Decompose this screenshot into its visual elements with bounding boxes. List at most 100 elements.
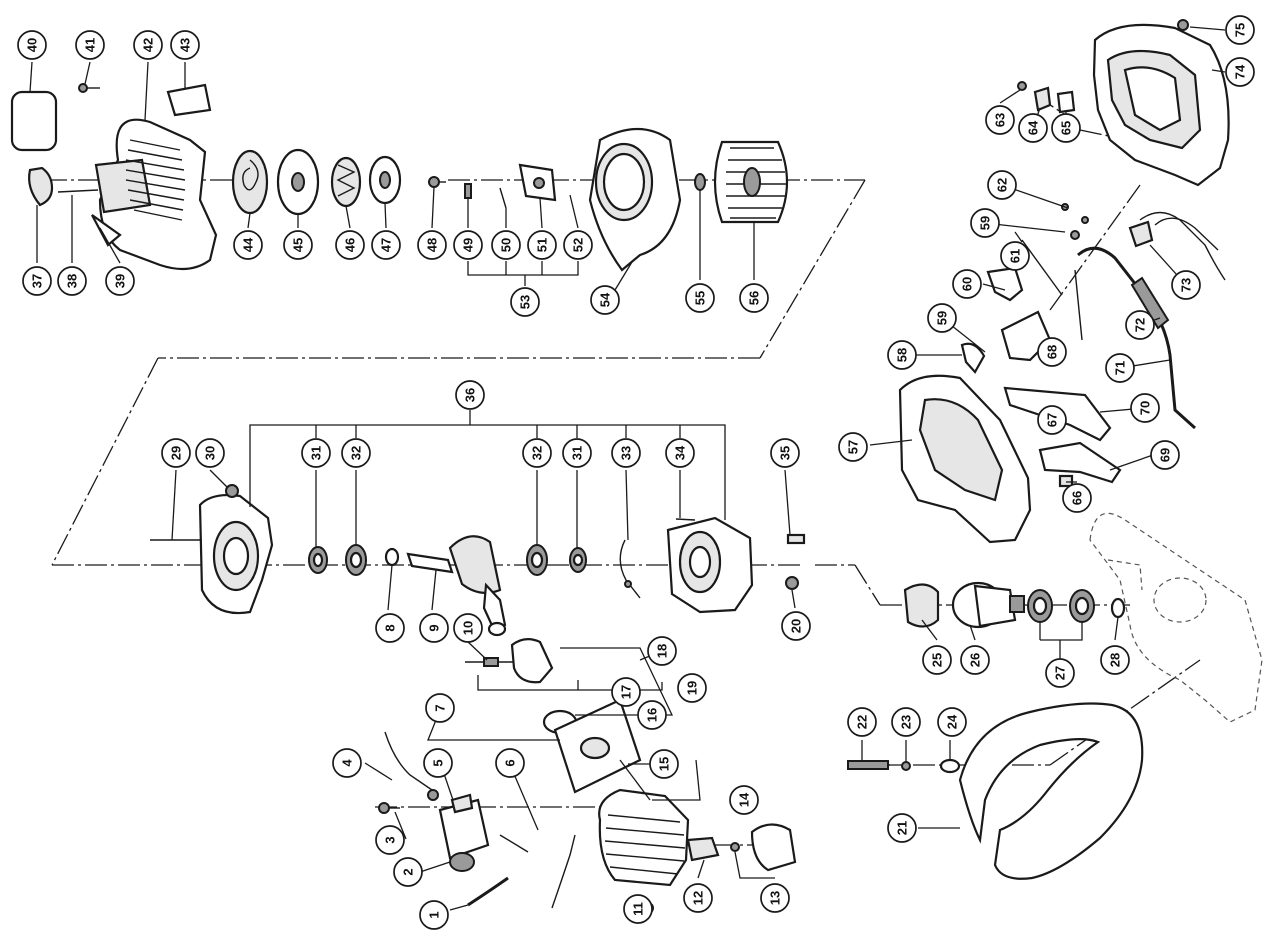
callout-circle — [683, 883, 713, 913]
callout-circle — [637, 700, 667, 730]
callout-12: 12 — [683, 883, 713, 913]
callout-59: 59 — [927, 303, 957, 333]
callout-number: 25 — [930, 653, 945, 667]
callout-number: 59 — [935, 311, 950, 325]
callout-number: 3 — [383, 836, 398, 843]
callout-number: 41 — [83, 38, 98, 52]
callout-65: 65 — [1051, 113, 1081, 143]
callout-circle — [647, 636, 677, 666]
callout-26: 26 — [960, 645, 990, 675]
callout-number: 54 — [598, 292, 613, 307]
callout-number: 34 — [673, 445, 688, 460]
callout-number: 55 — [693, 291, 708, 305]
callout-number: 69 — [1158, 448, 1173, 462]
callout-73: 73 — [1171, 270, 1201, 300]
callout-number: 31 — [570, 446, 585, 460]
callout-number: 46 — [343, 238, 358, 252]
callout-number: 39 — [113, 274, 128, 288]
fan-shroud — [588, 128, 682, 272]
callout-5: 5 — [423, 748, 453, 778]
callout-4: 4 — [332, 748, 362, 778]
callout-circle — [891, 707, 921, 737]
callout-70: 70 — [1130, 393, 1160, 423]
callout-circle — [133, 30, 163, 60]
callout-circle — [970, 208, 1000, 238]
callout-circle — [677, 673, 707, 703]
callout-circle — [453, 230, 483, 260]
callout-circle — [417, 230, 447, 260]
callout-54: 54 — [590, 285, 620, 315]
callout-40: 40 — [17, 30, 47, 60]
callout-number: 30 — [203, 446, 218, 460]
callout-number: 31 — [309, 446, 324, 460]
gear-housing-dashed — [1089, 512, 1263, 723]
callout-15: 15 — [649, 749, 679, 779]
callout-circle — [781, 611, 811, 641]
callout-58: 58 — [887, 340, 917, 370]
callout-51: 51 — [527, 230, 557, 260]
callout-number: 56 — [747, 291, 762, 305]
callout-75: 75 — [1225, 15, 1255, 45]
recoil-starter-housing — [10, 83, 218, 271]
callout-number: 47 — [379, 238, 394, 252]
callout-number: 9 — [427, 624, 442, 631]
callout-circle — [739, 283, 769, 313]
callout-number: 68 — [1045, 345, 1060, 359]
callout-number: 23 — [899, 715, 914, 729]
callout-circle — [685, 283, 715, 313]
callout-number: 71 — [1113, 361, 1128, 375]
callout-53: 53 — [510, 287, 540, 317]
callout-number: 48 — [425, 238, 440, 252]
callout-10: 10 — [453, 613, 483, 643]
callout-circle — [335, 230, 365, 260]
crankshaft — [406, 535, 507, 637]
callout-number: 40 — [25, 38, 40, 52]
callout-circle — [455, 380, 485, 410]
callout-number: 35 — [778, 446, 793, 460]
callout-circle — [105, 266, 135, 296]
callout-21: 21 — [887, 813, 917, 843]
callout-circle — [1171, 270, 1201, 300]
callout-circle — [729, 785, 759, 815]
callout-number: 2 — [401, 868, 416, 875]
callout-circle — [233, 230, 263, 260]
callout-66: 66 — [1062, 483, 1092, 513]
callout-number: 15 — [657, 757, 672, 771]
callout-circle — [1225, 15, 1255, 45]
callout-60: 60 — [952, 269, 982, 299]
callout-52: 52 — [563, 230, 593, 260]
callout-31: 31 — [562, 438, 592, 468]
callout-number: 73 — [1179, 278, 1194, 292]
callout-number: 58 — [895, 348, 910, 362]
callout-62: 62 — [987, 170, 1017, 200]
callout-number: 13 — [768, 891, 783, 905]
callout-circle — [195, 438, 225, 468]
callout-circle — [985, 105, 1015, 135]
callout-number: 75 — [1233, 23, 1248, 37]
callout-circle — [611, 677, 641, 707]
callout-24: 24 — [937, 707, 967, 737]
callout-circle — [1062, 483, 1092, 513]
callout-circle — [419, 900, 449, 930]
callout-32: 32 — [522, 438, 552, 468]
callout-number: 27 — [1053, 666, 1068, 680]
callout-55: 55 — [685, 283, 715, 313]
callout-72: 72 — [1125, 310, 1155, 340]
callout-number: 17 — [619, 685, 634, 699]
leader-lines — [29, 26, 1226, 911]
callout-57: 57 — [838, 432, 868, 462]
callout-number: 66 — [1070, 491, 1085, 505]
callout-number: 43 — [178, 38, 193, 52]
callout-circle — [1105, 353, 1135, 383]
callout-circle — [283, 230, 313, 260]
callout-number: 24 — [945, 714, 960, 729]
callout-circle — [375, 613, 405, 643]
piston-and-gasket — [465, 638, 642, 794]
callout-circle — [987, 170, 1017, 200]
callout-number: 16 — [645, 708, 660, 722]
callout-56: 56 — [739, 283, 769, 313]
callout-circle — [375, 825, 405, 855]
callout-number: 45 — [291, 238, 306, 252]
callout-17: 17 — [611, 677, 641, 707]
